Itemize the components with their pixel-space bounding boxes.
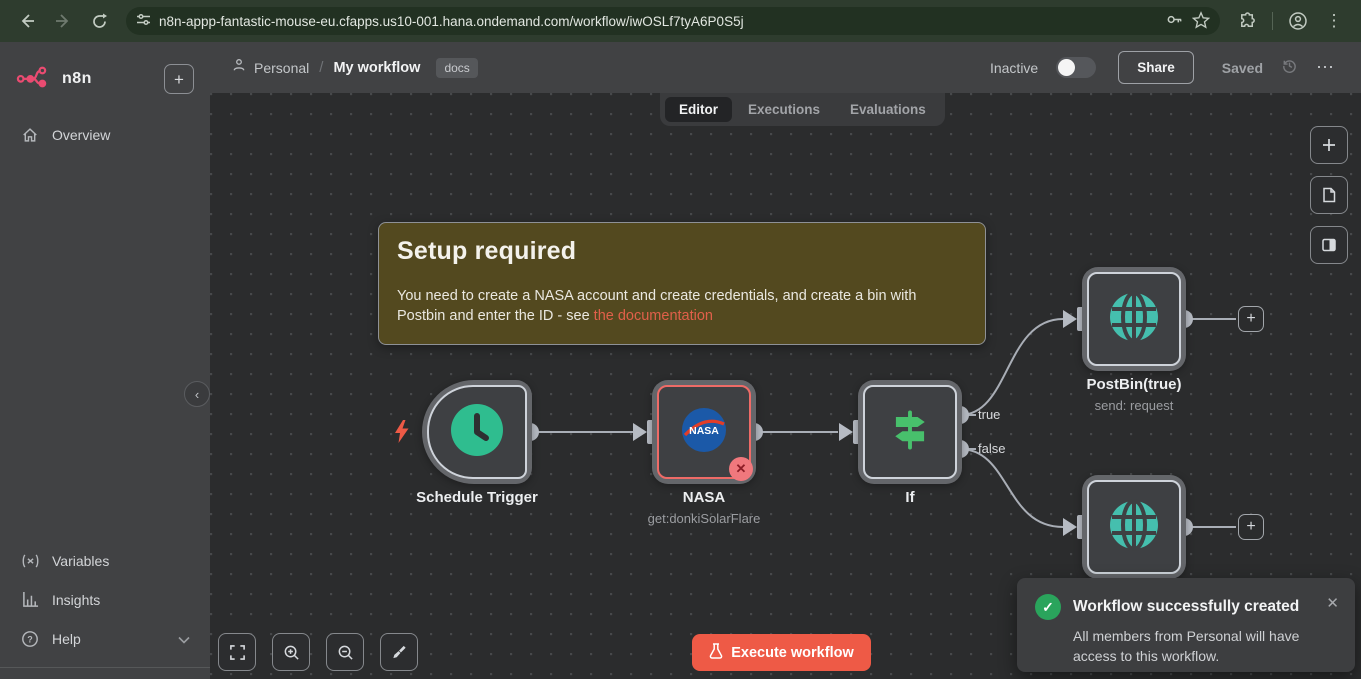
execute-workflow-label: Execute workflow: [731, 645, 853, 661]
clock-icon: [449, 402, 505, 463]
svg-text:?: ?: [27, 635, 33, 645]
workflow-title[interactable]: My workflow: [333, 60, 420, 76]
svg-text:NASA: NASA: [689, 425, 719, 437]
zoom-in-button[interactable]: [272, 633, 310, 671]
add-workflow-button[interactable]: +: [164, 64, 194, 94]
breadcrumb-separator: /: [319, 59, 323, 76]
docs-badge[interactable]: docs: [436, 58, 477, 78]
sidebar-item-label: Insights: [52, 592, 100, 608]
tab-executions[interactable]: Executions: [734, 97, 834, 122]
sidebar-item-variables[interactable]: Variables: [0, 542, 210, 580]
toast-body: All members from Personal will have acce…: [1073, 626, 1333, 667]
documentation-link[interactable]: the documentation: [594, 308, 713, 324]
sidebar-divider: [0, 667, 210, 675]
nasa-logo-icon: NASA: [681, 407, 727, 458]
node-postbin-false[interactable]: [1082, 475, 1186, 579]
connection-if-false: [960, 449, 1063, 527]
node-label: NASA: [683, 489, 726, 506]
node-if[interactable]: If: [858, 380, 962, 484]
activation-status-label: Inactive: [990, 60, 1038, 76]
sidebar-item-label: Help: [52, 631, 81, 647]
sidebar-item-insights[interactable]: Insights: [0, 580, 210, 619]
url-text[interactable]: n8n-appp-fantastic-mouse-eu.cfapps.us10-…: [159, 14, 1157, 29]
sidebar: n8n + Overview Variables Ins: [0, 42, 210, 679]
tidy-up-button[interactable]: [380, 633, 418, 671]
success-check-icon: ✓: [1035, 594, 1061, 620]
browser-toolbar: n8n-appp-fantastic-mouse-eu.cfapps.us10-…: [0, 0, 1361, 42]
signpost-icon: [884, 404, 936, 461]
node-nasa[interactable]: NASA ✕ NASA get:donkiSolarFlare: [652, 380, 756, 484]
toast-close-icon[interactable]: ✕: [1326, 594, 1339, 612]
add-sticky-note-button[interactable]: [1310, 176, 1348, 214]
sidebar-item-label: Variables: [52, 553, 109, 569]
browser-menu-icon[interactable]: ⋮: [1319, 6, 1349, 36]
home-icon: [20, 126, 40, 144]
output-label-true: true: [978, 407, 1000, 422]
sidebar-item-overview[interactable]: Overview: [0, 116, 210, 154]
saved-status: Saved: [1222, 60, 1263, 76]
profile-icon[interactable]: [1283, 6, 1313, 36]
breadcrumb-project[interactable]: Personal: [254, 60, 309, 76]
node-label: PostBin(true): [1087, 376, 1182, 393]
share-button[interactable]: Share: [1118, 51, 1194, 84]
toggle-knob: [1058, 59, 1075, 76]
workflow-menu-icon[interactable]: ⋯: [1316, 57, 1335, 78]
node-label: If: [905, 489, 914, 506]
tab-evaluations[interactable]: Evaluations: [836, 97, 940, 122]
node-subtitle: send: request: [1095, 398, 1174, 413]
add-node-button[interactable]: +: [1238, 306, 1264, 332]
forward-icon[interactable]: [48, 6, 78, 36]
toggle-panel-button[interactable]: [1310, 226, 1348, 264]
node-error-icon: ✕: [729, 457, 753, 481]
trigger-bolt-icon: [393, 420, 410, 448]
zoom-out-button[interactable]: [326, 633, 364, 671]
output-label-false: false: [978, 441, 1005, 456]
variables-icon: [20, 553, 40, 569]
sticky-note-setup-required[interactable]: Setup required You need to create a NASA…: [378, 222, 986, 345]
fit-view-button[interactable]: [218, 633, 256, 671]
sticky-note-body: You need to create a NASA account and cr…: [397, 286, 967, 327]
address-bar[interactable]: n8n-appp-fantastic-mouse-eu.cfapps.us10-…: [126, 7, 1220, 35]
history-icon[interactable]: [1281, 57, 1298, 79]
add-node-panel-button[interactable]: [1310, 126, 1348, 164]
node-postbin-true[interactable]: PostBin(true) send: request: [1082, 267, 1186, 371]
toast-title: Workflow successfully created: [1073, 598, 1314, 616]
toast-notification: ✓ Workflow successfully created ✕ All me…: [1017, 578, 1355, 672]
globe-icon: [1107, 290, 1161, 349]
editor-tabs: Editor Executions Evaluations: [660, 93, 945, 126]
activation-toggle[interactable]: [1056, 57, 1096, 78]
person-icon: [232, 58, 246, 77]
toolbar-divider: [1272, 12, 1273, 30]
bookmark-star-icon[interactable]: [1192, 11, 1210, 32]
logo-text: n8n: [62, 70, 92, 88]
chevron-down-icon: [178, 631, 190, 647]
bar-chart-icon: [20, 591, 40, 608]
workflow-header: Personal / My workflow docs Inactive Sha…: [210, 42, 1361, 93]
add-node-button[interactable]: +: [1238, 514, 1264, 540]
node-schedule-trigger[interactable]: Schedule Trigger: [422, 380, 532, 484]
extensions-icon[interactable]: [1232, 6, 1262, 36]
sidebar-item-help[interactable]: ? Help: [0, 619, 210, 659]
breadcrumb: Personal / My workflow docs: [232, 58, 478, 78]
sticky-note-title: Setup required: [397, 237, 967, 266]
n8n-logo-icon: [16, 65, 54, 94]
globe-icon: [1107, 498, 1161, 557]
site-settings-icon[interactable]: [136, 12, 151, 30]
sidebar-collapse-button[interactable]: ‹: [184, 381, 210, 407]
password-key-icon[interactable]: [1165, 10, 1184, 32]
execute-workflow-button[interactable]: Execute workflow: [692, 634, 871, 671]
workflow-canvas[interactable]: Editor Executions Evaluations Setup requ…: [210, 93, 1361, 679]
node-subtitle: get:donkiSolarFlare: [648, 511, 761, 526]
flask-icon: [709, 643, 723, 663]
refresh-icon[interactable]: [84, 6, 114, 36]
tab-editor[interactable]: Editor: [665, 97, 732, 122]
sidebar-item-label: Overview: [52, 127, 110, 143]
help-circle-icon: ?: [20, 630, 40, 648]
node-label: Schedule Trigger: [416, 489, 538, 506]
back-icon[interactable]: [12, 6, 42, 36]
